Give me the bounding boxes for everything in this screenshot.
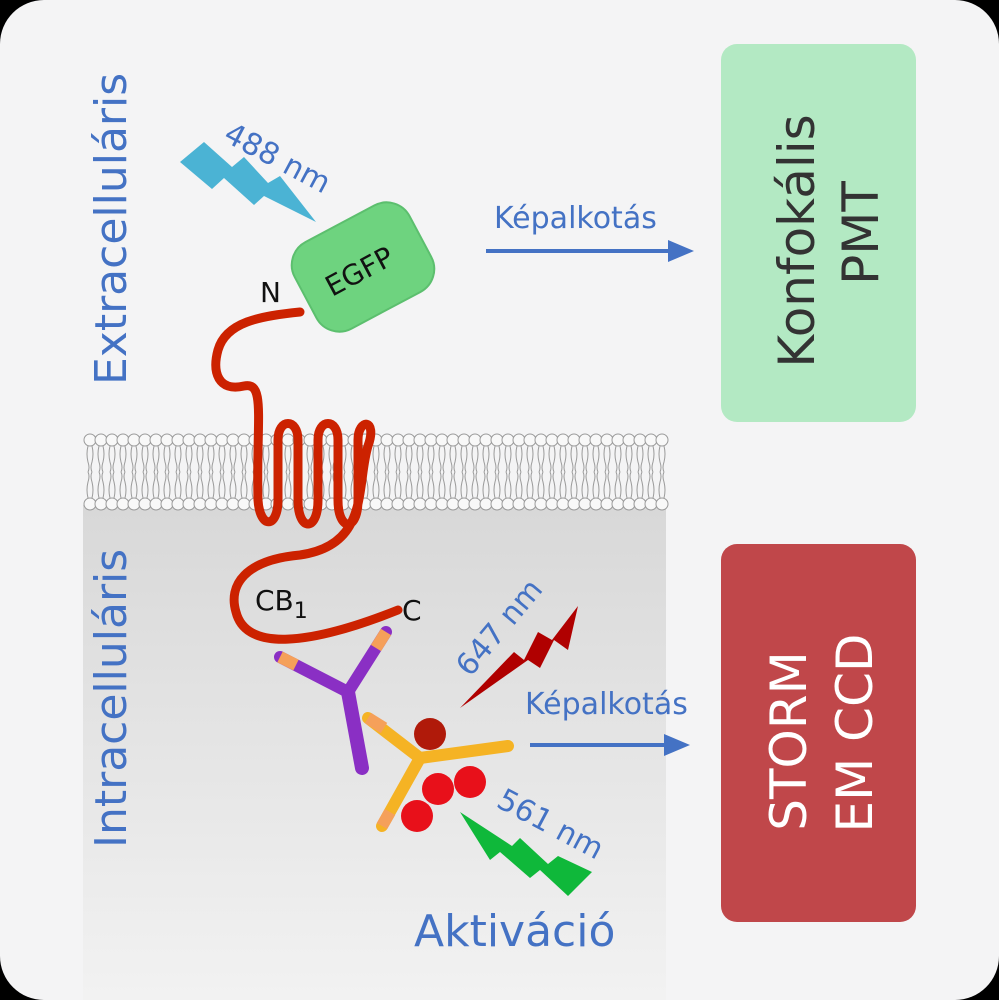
confocal-pmt-box [721,44,916,422]
reporter-dye-2 [454,766,486,798]
activation-label: Aktiváció [414,906,615,957]
secondary-antibody [362,712,514,832]
cb1-receptor-chain [211,307,403,644]
laser-488-bolt-icon [180,142,316,222]
extracellular-label: Extracelluláris [86,73,137,385]
imaging-label-top: Képalkotás [494,201,657,236]
imaging-arrow-top-head [668,240,694,262]
imaging-arrow-bottom-head [664,734,690,756]
primary-antibody [274,626,392,775]
activator-dye [414,718,446,750]
reporter-dye-1 [422,773,454,805]
intracellular-label: Intracelluláris [86,549,137,848]
laser-561-bolt-icon [460,812,592,896]
cytoplasm-region [83,505,666,1000]
egfp-protein [290,201,436,333]
lipid-bilayer [83,433,669,511]
confocal-box-text: Konfokális PMT [768,98,890,367]
imaging-label-bottom: Képalkotás [525,687,688,722]
storm-emccd-box [721,544,916,922]
laser-647-bolt-icon [460,606,578,708]
reporter-dye-3 [401,800,433,832]
storm-box-text: STORM EM CCD [760,634,884,833]
cb1-label: CB1 [255,584,308,624]
c-terminus-label: C [402,594,422,627]
n-terminus-label: N [260,276,281,309]
